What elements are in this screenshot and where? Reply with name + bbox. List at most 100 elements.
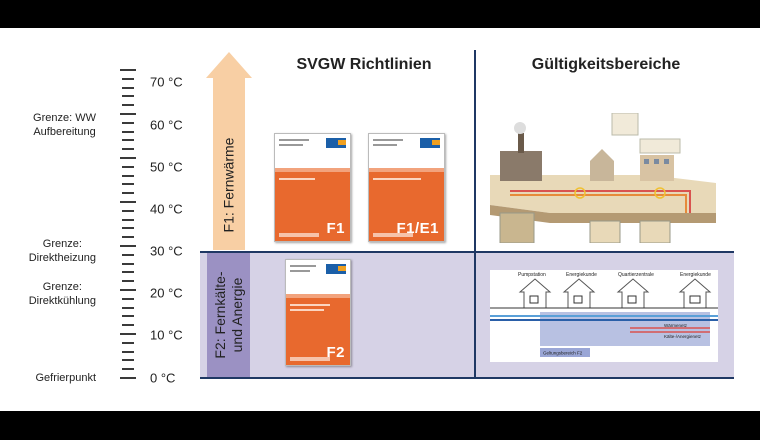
pumpstation-house-icon [518,278,552,309]
label-anergienetz: Kälte-/Anergienetz [664,334,702,339]
scale-tick [122,165,134,168]
limit-heating-label: Grenze: Direktheizung [29,237,96,265]
scale-tick [122,315,134,318]
f1-arrow [206,52,252,250]
document-header [275,134,350,168]
doc-text-line [373,144,397,146]
scale-tick [122,139,134,142]
return-pipe [510,194,687,213]
document-code: F1 [326,220,345,237]
temp-label-20: 20 °C [150,285,183,301]
doc-text-line [290,309,324,311]
label-quartierzentrale: Quartierzentrale [618,272,654,278]
temp-label-60: 60 °C [150,117,183,133]
scope-label-box [540,348,590,357]
scale-tick [122,368,134,371]
scale-tick [122,183,134,186]
quartier-house-icon [616,278,650,309]
heat-exchanger-icon [627,295,637,304]
doc-text-line [279,139,309,141]
svgw-logo-icon [326,138,346,148]
scope-area [540,312,710,346]
limit-heating-line1: Grenze: [42,238,82,250]
heat-pump-icon [689,295,701,304]
customer-house-icon [562,278,596,309]
customer-house-icon [678,278,712,309]
doc-footer [279,233,319,237]
svgw-logo-accent-icon [338,140,346,145]
temp-label-10: 10 °C [150,327,183,343]
highlight-circle-icon [654,187,666,199]
document-code: F2 [326,344,345,361]
label-energiekunde-2: Energiekunde [680,272,711,278]
scale-tick [122,297,134,300]
doc-band [369,168,444,172]
f1-f2-boundary-line [200,251,734,253]
scale-tick [122,130,134,133]
scale-tick [122,350,134,353]
limit-heating-line2: Direktheizung [28,252,96,264]
scale-tick [122,324,134,327]
doc-band [286,294,350,298]
detail-box-icon [611,113,639,136]
scale-tick [122,227,134,230]
doc-text-line [279,178,315,180]
window-icon [664,159,669,164]
detail-box-icon [589,220,621,243]
doc-text-line [290,270,310,272]
f2-range-label: F2: Fernkälte- und Anergie [212,271,246,358]
district-heating-illustration [490,113,716,243]
f2-range-label-line2: und Anergie [229,277,245,353]
baseline [200,377,734,379]
doc-footer [373,233,413,237]
scale-tick [122,236,134,239]
scale-tick [122,121,134,124]
scale-tick [122,148,134,151]
svgw-logo-accent-icon [432,140,440,145]
district-cooling-illustration: Pumpstation Energiekunde Quartierzentral… [490,270,718,362]
temp-label-0: 0 °C [150,370,176,386]
doc-text-line [290,304,330,306]
scale-tick [122,262,134,265]
detail-box-icon [499,212,535,243]
temp-label-70: 70 °C [150,74,183,90]
scale-tick [120,69,136,71]
scale-tick [122,209,134,212]
scale-tick [122,192,134,195]
document-f1-e1[interactable]: F1/E1 [368,133,445,242]
document-code: F1/E1 [396,220,439,237]
scale-tick [122,86,134,89]
svgw-logo-accent-icon [338,266,346,271]
doc-band [275,168,350,172]
scale-tick [122,280,134,283]
svgw-logo-icon [420,138,440,148]
temp-label-30: 30 °C [150,243,183,259]
doc-footer [290,357,330,361]
smoke-icon [514,122,526,134]
document-f2[interactable]: F2 [285,259,351,366]
scale-tick [122,174,134,177]
heat-exchanger-icon [529,295,539,304]
scale-tick [120,201,136,203]
limit-cooling-label: Grenze: Direktkühlung [29,280,96,308]
scale-tick [122,271,134,274]
f2-range-label-line1: F2: Fernkälte- [212,271,228,359]
doc-text-line [279,144,303,146]
label-energiekunde-1: Energiekunde [566,272,597,278]
scale-tick [120,245,136,247]
scale-tick [120,157,136,159]
heat-pump-icon [573,295,583,304]
document-f1[interactable]: F1 [274,133,351,242]
svgw-logo-icon [326,264,346,274]
f2-range-bar [207,253,250,377]
limit-ww-line2: Aufbereitung [33,126,96,138]
limit-cooling-line2: Direktkühlung [28,295,96,307]
doc-text-line [373,178,421,180]
chimney-icon [518,133,524,153]
scale-tick [120,289,136,291]
scale-tick [122,77,134,80]
window-icon [654,159,659,164]
limit-cooling-line1: Grenze: [42,281,82,293]
ground-edge [490,205,716,223]
column-divider [474,50,476,379]
